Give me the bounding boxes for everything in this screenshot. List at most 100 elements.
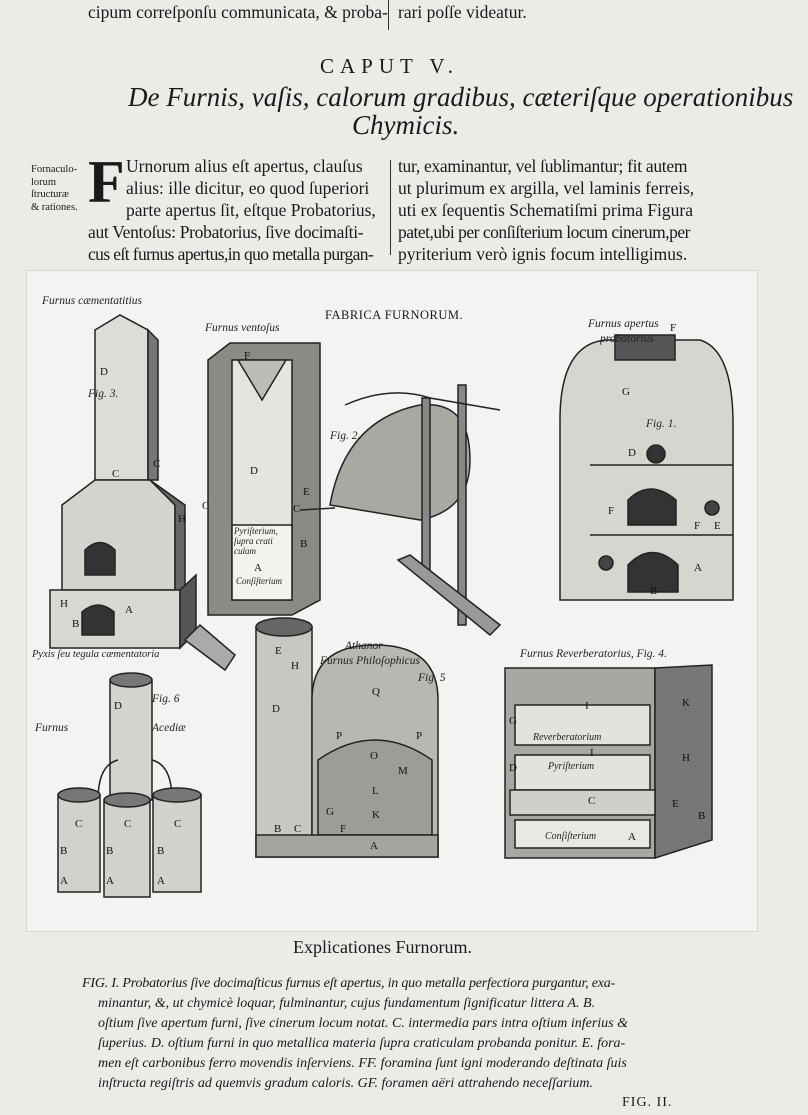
body-right-line: tur, examinantur, vel ſublimantur; fit a…	[398, 156, 688, 176]
letter-marker: A	[694, 562, 702, 574]
letter-marker: C	[294, 823, 302, 835]
chapter-title-line1: De Furnis, vaſis, calorum gradibus, cæte…	[128, 82, 794, 112]
label-reverberatorius: Furnus Reverberatorius, Fig. 4.	[520, 648, 667, 660]
letter-marker: G	[622, 386, 630, 398]
letter-marker: E	[303, 486, 310, 498]
fig6-acediae-furnace	[57, 672, 202, 898]
plate-title: FABRICA FURNORUM.	[325, 308, 464, 322]
letter-marker: M	[398, 765, 408, 777]
body-left-line: alius: ille dicitur, eo quod ſuperiori	[126, 178, 370, 198]
letter-marker: D	[100, 366, 108, 378]
explication-line: men eſt carbonibus ferro movendis inſerv…	[98, 1056, 627, 1071]
letter-marker: C	[174, 818, 182, 830]
margin-note: Fornaculo- lorum ſtructuræ & rationes.	[31, 164, 78, 214]
letter-marker: D	[272, 703, 280, 715]
letter-marker: A	[157, 875, 165, 887]
letter-marker: P	[336, 730, 343, 742]
letter-marker: B	[157, 845, 165, 857]
letter-marker: H	[682, 752, 690, 764]
letter-marker: D	[509, 762, 517, 774]
letter-marker: G	[509, 715, 517, 727]
body-right-line: patet,ubi per conſiſterium locum cinerum…	[398, 222, 690, 242]
chapter-title-line2: Chymicis.	[352, 110, 460, 140]
explication-line: inſtructa regiſtris ad quemvis gradum ca…	[98, 1076, 594, 1091]
label-fig6: Fig. 6	[152, 693, 180, 705]
letter-marker: A	[254, 562, 262, 574]
body-left-line: cus eſt furnus apertus,in quo metalla pu…	[88, 244, 374, 264]
label-consisterium-fig4: Conſiſterium	[545, 831, 597, 842]
margin-note-line: Fornaculo-	[31, 164, 78, 175]
letter-marker: D	[250, 465, 258, 477]
letter-marker: I	[590, 747, 594, 759]
letter-marker: F	[244, 350, 251, 362]
letter-marker: E	[275, 645, 282, 657]
letter-marker: A	[370, 840, 378, 852]
chapter-heading: CAPUT V.	[320, 54, 460, 78]
letter-marker: H	[291, 660, 299, 672]
body-right-line: pyriterium verò ignis focum intelligimus…	[398, 244, 688, 264]
letter-marker: P	[416, 730, 423, 742]
letter-marker: E	[672, 798, 679, 810]
fig3-cementation-furnace	[49, 314, 236, 672]
label-pyxis: Pyxis ſeu tegula cæmentatoria	[32, 649, 160, 660]
letter-marker: B	[274, 823, 282, 835]
next-figure-caption: FIG. II.	[622, 1095, 673, 1110]
letter-marker: H	[60, 598, 68, 610]
letter-marker: C	[293, 503, 301, 515]
column-rule-top	[388, 0, 389, 30]
letter-marker: D	[114, 700, 122, 712]
letter-marker: D	[628, 447, 636, 459]
label-cementatitius: Furnus cæmentatitius	[42, 295, 142, 307]
label-fig2: Fig. 2.	[330, 430, 361, 442]
body-left-line: parte apertus ſit, eſtque Probatorius,	[126, 200, 376, 220]
label-fig3: Fig. 3.	[88, 388, 119, 400]
column-rule	[390, 160, 391, 255]
letter-marker: E	[714, 520, 721, 532]
drop-cap: F	[88, 149, 125, 215]
explication-title: Explicationes Furnorum.	[293, 937, 472, 957]
fig2-wind-furnace	[207, 342, 321, 616]
letter-marker: A	[125, 604, 133, 616]
margin-note-line: & rationes.	[31, 201, 78, 213]
letter-marker: Q	[372, 686, 380, 698]
body-right-line: uti ex ſequentis Schematiſmi prima Figur…	[398, 200, 694, 220]
top-right-line: rari poſſe videatur.	[398, 2, 527, 22]
letter-marker: G	[326, 806, 334, 818]
margin-note-line: lorum	[31, 176, 57, 188]
body-right-line: ut plurimum ex argilla, vel laminis ferr…	[398, 178, 695, 198]
letter-marker: C	[153, 458, 161, 470]
letter-marker: B	[106, 845, 114, 857]
fig5-athanor	[255, 617, 439, 858]
bellows	[299, 384, 502, 637]
label-fig5: Fig. 5	[418, 672, 446, 684]
letter-marker: C	[75, 818, 83, 830]
label-pyristerium: Pyriſterium	[548, 761, 595, 772]
explication-line: minantur, &, ut chymicè loquar, fulminan…	[98, 996, 596, 1011]
letter-marker: A	[60, 875, 68, 887]
letter-marker: C	[124, 818, 132, 830]
label-acediae-furnus: Furnus	[35, 722, 69, 734]
letter-marker: B	[60, 845, 68, 857]
letter-marker: C	[202, 500, 210, 512]
explication-line: ſuperius. D. oſtium furni in quo metalli…	[98, 1036, 626, 1051]
letter-marker: F	[608, 505, 615, 517]
letter-marker: C	[588, 795, 596, 807]
letter-marker: O	[370, 750, 378, 762]
label-consisterium: Conſiſterium	[236, 576, 283, 586]
label-apertus: Furnus apertus	[588, 318, 659, 330]
letter-marker: B	[72, 618, 80, 630]
letter-marker: B	[650, 585, 658, 597]
fig4-reverberatory-furnace	[504, 664, 713, 860]
letter-marker: F	[694, 520, 701, 532]
label-fig1: Fig. 1.	[646, 418, 677, 430]
fig1-assay-furnace	[559, 334, 734, 601]
body-left-line: Urnorum alius eſt apertus, clauſus	[126, 156, 363, 176]
label-probatorius: probatorius	[600, 333, 654, 345]
letter-marker: K	[682, 697, 690, 709]
label-acediae: Acediæ	[152, 722, 186, 734]
letter-marker: L	[372, 785, 379, 797]
explication-line: FIG. I. Probatorius ſive docimaſticus fu…	[82, 976, 616, 991]
letter-marker: K	[372, 809, 380, 821]
explication-line: oſtium ſive apertum furni, ſive cinerum …	[98, 1016, 629, 1031]
